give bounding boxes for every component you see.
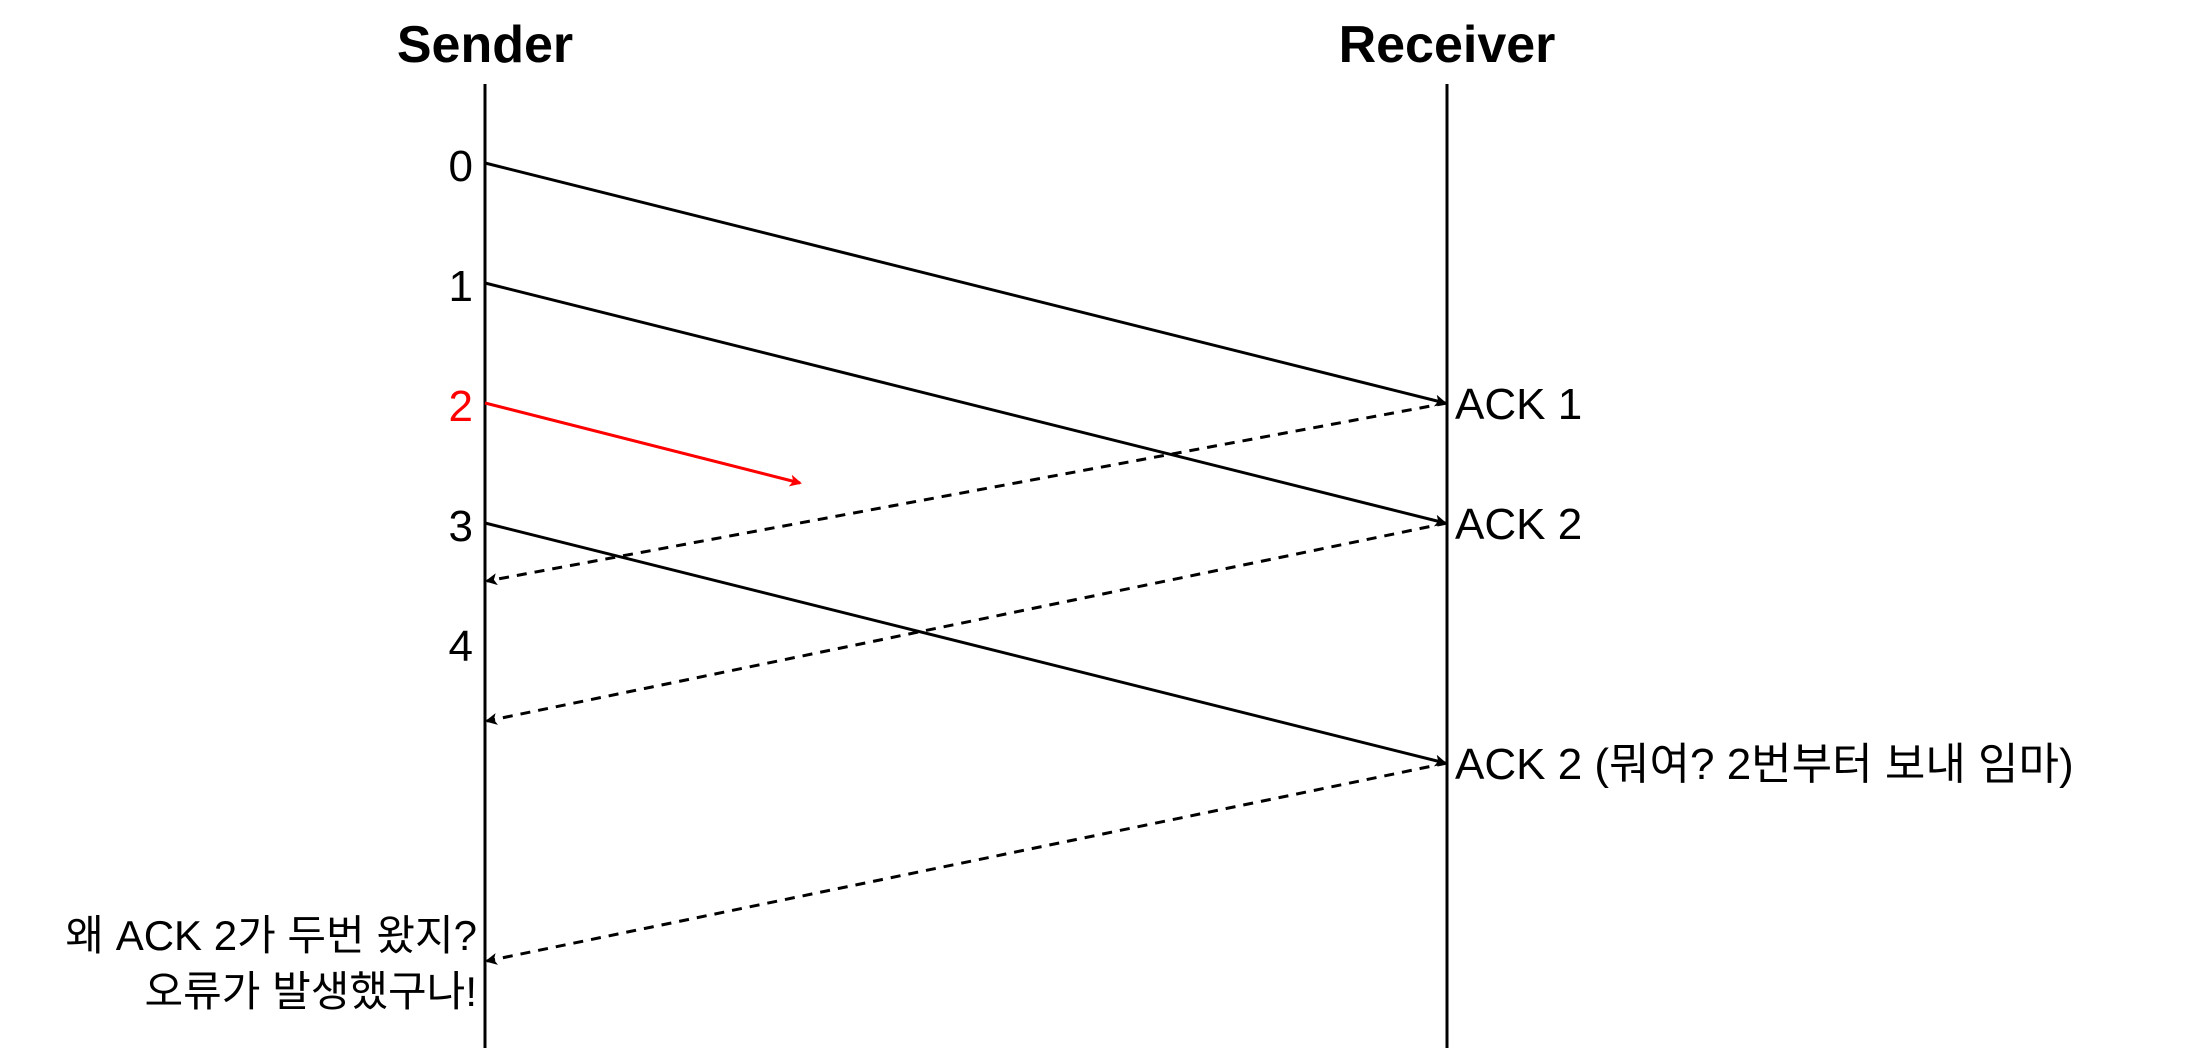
ack-label-1: ACK 1 — [1455, 380, 1582, 429]
seq-label-4: 4 — [449, 622, 473, 671]
ack-label-2-duplicate: ACK 2 (뭐여? 2번부터 보내 임마) — [1455, 740, 2074, 789]
ack-arrow-2 — [485, 521, 1448, 725]
receiver-title: Receiver — [1339, 16, 1556, 74]
seq-label-2: 2 — [449, 382, 473, 431]
seq-label-1: 1 — [449, 262, 473, 311]
packet-arrow-1 — [484, 281, 1447, 527]
ack-arrow-1 — [485, 401, 1448, 586]
ack-label-2: ACK 2 — [1455, 500, 1582, 549]
seq-label-3: 3 — [449, 502, 473, 551]
sender-title: Sender — [397, 16, 573, 74]
sender-note-line1: 왜 ACK 2가 두번 왔지? — [65, 912, 477, 959]
seq-label-0: 0 — [449, 142, 473, 191]
packet-arrow-0 — [484, 161, 1447, 407]
sender-note-line2: 오류가 발생했구나! — [145, 968, 477, 1015]
packet-arrow-2-lost — [484, 401, 802, 487]
packet-arrow-3 — [484, 521, 1447, 767]
ack-arrow-2-duplicate — [485, 761, 1448, 965]
